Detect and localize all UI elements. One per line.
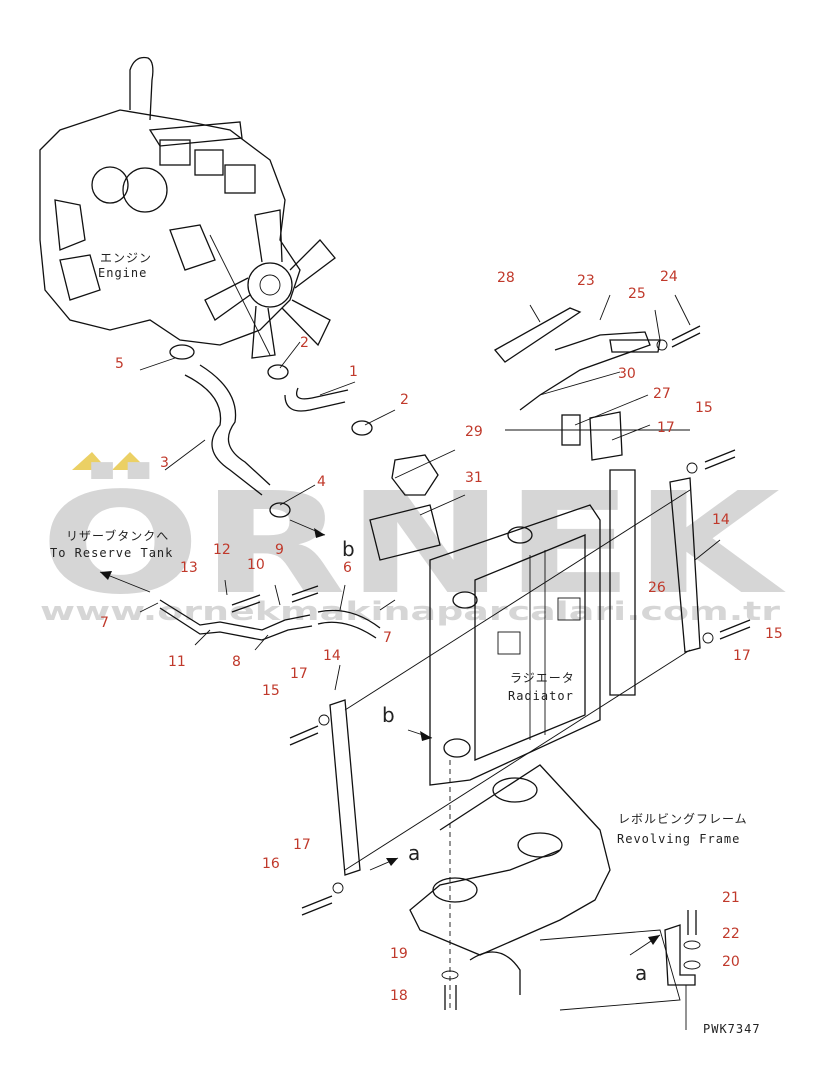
radiator-label-jp: ラジエータ: [510, 671, 575, 685]
stays: [289, 449, 751, 916]
callout-24: 24: [660, 269, 678, 285]
callout-10: 10: [247, 557, 265, 573]
callout-26: 26: [648, 580, 666, 596]
callout-9: 9: [275, 542, 284, 558]
callout-14a: 14: [712, 512, 730, 528]
callout-29: 29: [465, 424, 483, 440]
callout-12: 12: [213, 542, 231, 558]
ref-letter-b2: b: [382, 703, 395, 727]
callout-17c: 17: [290, 666, 308, 682]
ref-letter-b1: b: [342, 537, 355, 561]
callout-17a: 17: [657, 420, 675, 436]
callout-27: 27: [653, 386, 671, 402]
reserve-label-jp: リザーブタンクへ: [66, 528, 169, 543]
callout-23: 23: [577, 273, 595, 289]
callout-8: 8: [232, 654, 241, 670]
watermark-url: www.ornekmakinaparcalari.com.tr: [40, 597, 780, 627]
radiator-drawing: ラジエータ Radiator: [429, 469, 636, 786]
callout-2a: 2: [300, 335, 309, 351]
callout-16: 16: [262, 856, 280, 872]
callout-7a: 7: [100, 615, 109, 631]
callout-11: 11: [168, 654, 186, 670]
callout-15b: 15: [765, 626, 783, 642]
engine-drawing: エンジン Engine: [39, 56, 336, 359]
revolving-frame: レボルビングフレーム Revolving Frame: [409, 764, 748, 1011]
hoses: [159, 344, 381, 641]
callouts: 1 2 2 3 4 5 6 7 7 8 9 10 11 12 13 14 14 …: [100, 269, 783, 1004]
callout-3: 3: [160, 455, 169, 471]
callout-25: 25: [628, 286, 646, 302]
callout-22: 22: [722, 926, 740, 942]
callout-28: 28: [497, 270, 515, 286]
callout-14b: 14: [323, 648, 341, 664]
callout-5: 5: [115, 356, 124, 372]
callout-18: 18: [390, 988, 408, 1004]
callout-31: 31: [465, 470, 483, 486]
callout-2b: 2: [400, 392, 409, 408]
drawing-code: PWK7347: [703, 1022, 761, 1036]
watermark-accent-right: [112, 452, 148, 470]
callout-13: 13: [180, 560, 198, 576]
callout-15a: 15: [695, 400, 713, 416]
callout-17d: 17: [293, 837, 311, 853]
watermark-accent-left: [72, 452, 108, 470]
frame-label-en: Revolving Frame: [617, 832, 740, 846]
callout-30: 30: [618, 366, 636, 382]
ref-letter-a1: a: [408, 841, 420, 865]
frame-label-jp: レボルビングフレーム: [618, 812, 748, 826]
callout-7b: 7: [383, 630, 392, 646]
watermark-brand: ÖRNEK: [40, 461, 786, 626]
leader-lines: [99, 294, 721, 1030]
ref-letter-a2: a: [635, 961, 647, 985]
callout-19: 19: [390, 946, 408, 962]
engine-label-en: Engine: [98, 266, 147, 280]
callout-17b: 17: [733, 648, 751, 664]
radiator-label-en: Radiator: [508, 689, 574, 703]
callout-20: 20: [722, 954, 740, 970]
callout-6: 6: [343, 560, 352, 576]
callout-1: 1: [349, 364, 358, 380]
reserve-label-en: To Reserve Tank: [50, 546, 173, 560]
callout-4: 4: [317, 474, 326, 490]
engine-label-jp: エンジン: [100, 251, 152, 265]
callout-15c: 15: [262, 683, 280, 699]
callout-21: 21: [722, 890, 740, 906]
